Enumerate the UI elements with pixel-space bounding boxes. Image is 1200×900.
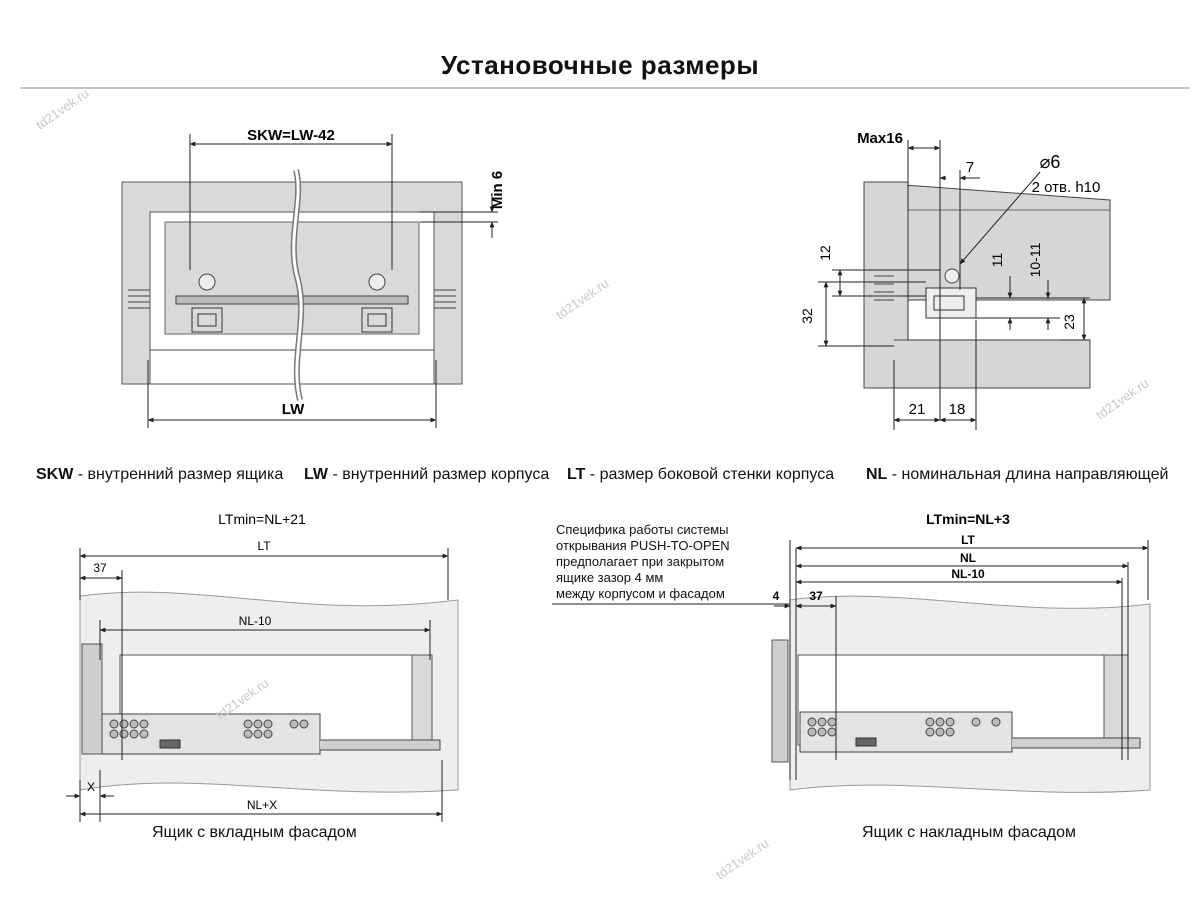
drawer-back [1103, 654, 1129, 746]
overlay-front-panel [771, 639, 789, 763]
runner-holes [109, 719, 309, 739]
inset-front-panel [81, 643, 103, 755]
runner-detail [863, 181, 1111, 389]
cabinet-shelf [864, 339, 1091, 389]
right-runner [361, 307, 393, 333]
legend-nl: NL - номинальная длина направляющей [866, 466, 1169, 483]
dim-hole-diameter-label: ⌀6 [1040, 152, 1061, 172]
locking-pin [944, 268, 960, 284]
bottom-right-dimensions [552, 540, 1149, 780]
bottom-right-formula: LTmin=NL+3 [926, 511, 1010, 527]
bl-dim-37-label: 37 [93, 561, 107, 575]
runner-holes [807, 717, 1001, 737]
legend-skw: SKW - внутренний размер ящика [36, 466, 284, 483]
legend-lt: LT - размер боковой стенки корпуса [567, 466, 835, 483]
bottom-left-dimensions [66, 548, 449, 822]
legend-lw: LW - внутренний размер корпуса [304, 466, 550, 483]
cabinet-cross-section [121, 169, 463, 401]
dim-23-label: 23 [1061, 314, 1077, 330]
dim-21-label: 21 [909, 401, 926, 418]
push-to-open-unit [159, 739, 181, 749]
drawer-bottom [175, 295, 409, 305]
br-dim-lt-label: LT [961, 533, 975, 547]
right-screws [434, 289, 456, 309]
bl-dim-nlx-label: NL+X [247, 798, 277, 812]
runner-rail [1012, 737, 1141, 749]
left-screws [128, 289, 150, 309]
dim-skw-label: SKW=LW-42 [247, 127, 335, 144]
br-dim-nl-label: NL [960, 551, 976, 565]
dim-min6-label: Min 6 [489, 171, 506, 209]
runner-rail [320, 739, 441, 751]
right-locking-pin [368, 273, 386, 291]
runner-profile [925, 287, 977, 319]
br-dim-4-label: 4 [773, 589, 780, 603]
page-title: Установочные размеры [440, 50, 760, 80]
overlay-front-drawing [771, 595, 1151, 793]
inset-front-drawing [79, 591, 459, 793]
push-to-open-note: Специфика работы системы открывания PUSH… [556, 522, 730, 601]
dim-11-label: 11 [989, 253, 1005, 268]
dim-7-label: 7 [966, 159, 974, 176]
dim-max16-label: Max16 [857, 130, 903, 147]
dim-18-label: 18 [949, 401, 966, 418]
watermark-text: td21vek.ru [553, 275, 611, 322]
watermark-text: td21vek.ru [1093, 375, 1151, 422]
caption-overlay-front: Ящик с накладным фасадом [862, 824, 1077, 841]
left-runner [191, 307, 223, 333]
dim-holes-note-label: 2 отв. h10 [1032, 179, 1101, 196]
br-dim-nl10-label: NL-10 [951, 567, 985, 581]
watermark-text: td21vek.ru [713, 835, 771, 882]
dim-12-label: 12 [817, 245, 833, 261]
left-locking-pin [198, 273, 216, 291]
push-to-open-unit [855, 737, 877, 747]
watermark-text: td21vek.ru [33, 85, 91, 132]
bl-dim-nl10-label: NL-10 [239, 614, 272, 628]
drawer-back [411, 654, 433, 746]
bl-dim-lt-label: LT [257, 539, 271, 553]
caption-inset-front: Ящик с вкладным фасадом [152, 824, 357, 841]
dim-32-label: 32 [799, 308, 815, 324]
dim-lw-label: LW [282, 401, 305, 418]
bottom-left-formula: LTmin=NL+21 [218, 511, 306, 527]
br-dim-37-label: 37 [809, 589, 823, 603]
top-right-dimensions [818, 140, 1090, 430]
bl-dim-x-label: X [87, 780, 95, 794]
dim-10-11-label: 10-11 [1027, 242, 1043, 277]
screw-group [874, 275, 894, 301]
top-left-dimensions [147, 134, 498, 428]
